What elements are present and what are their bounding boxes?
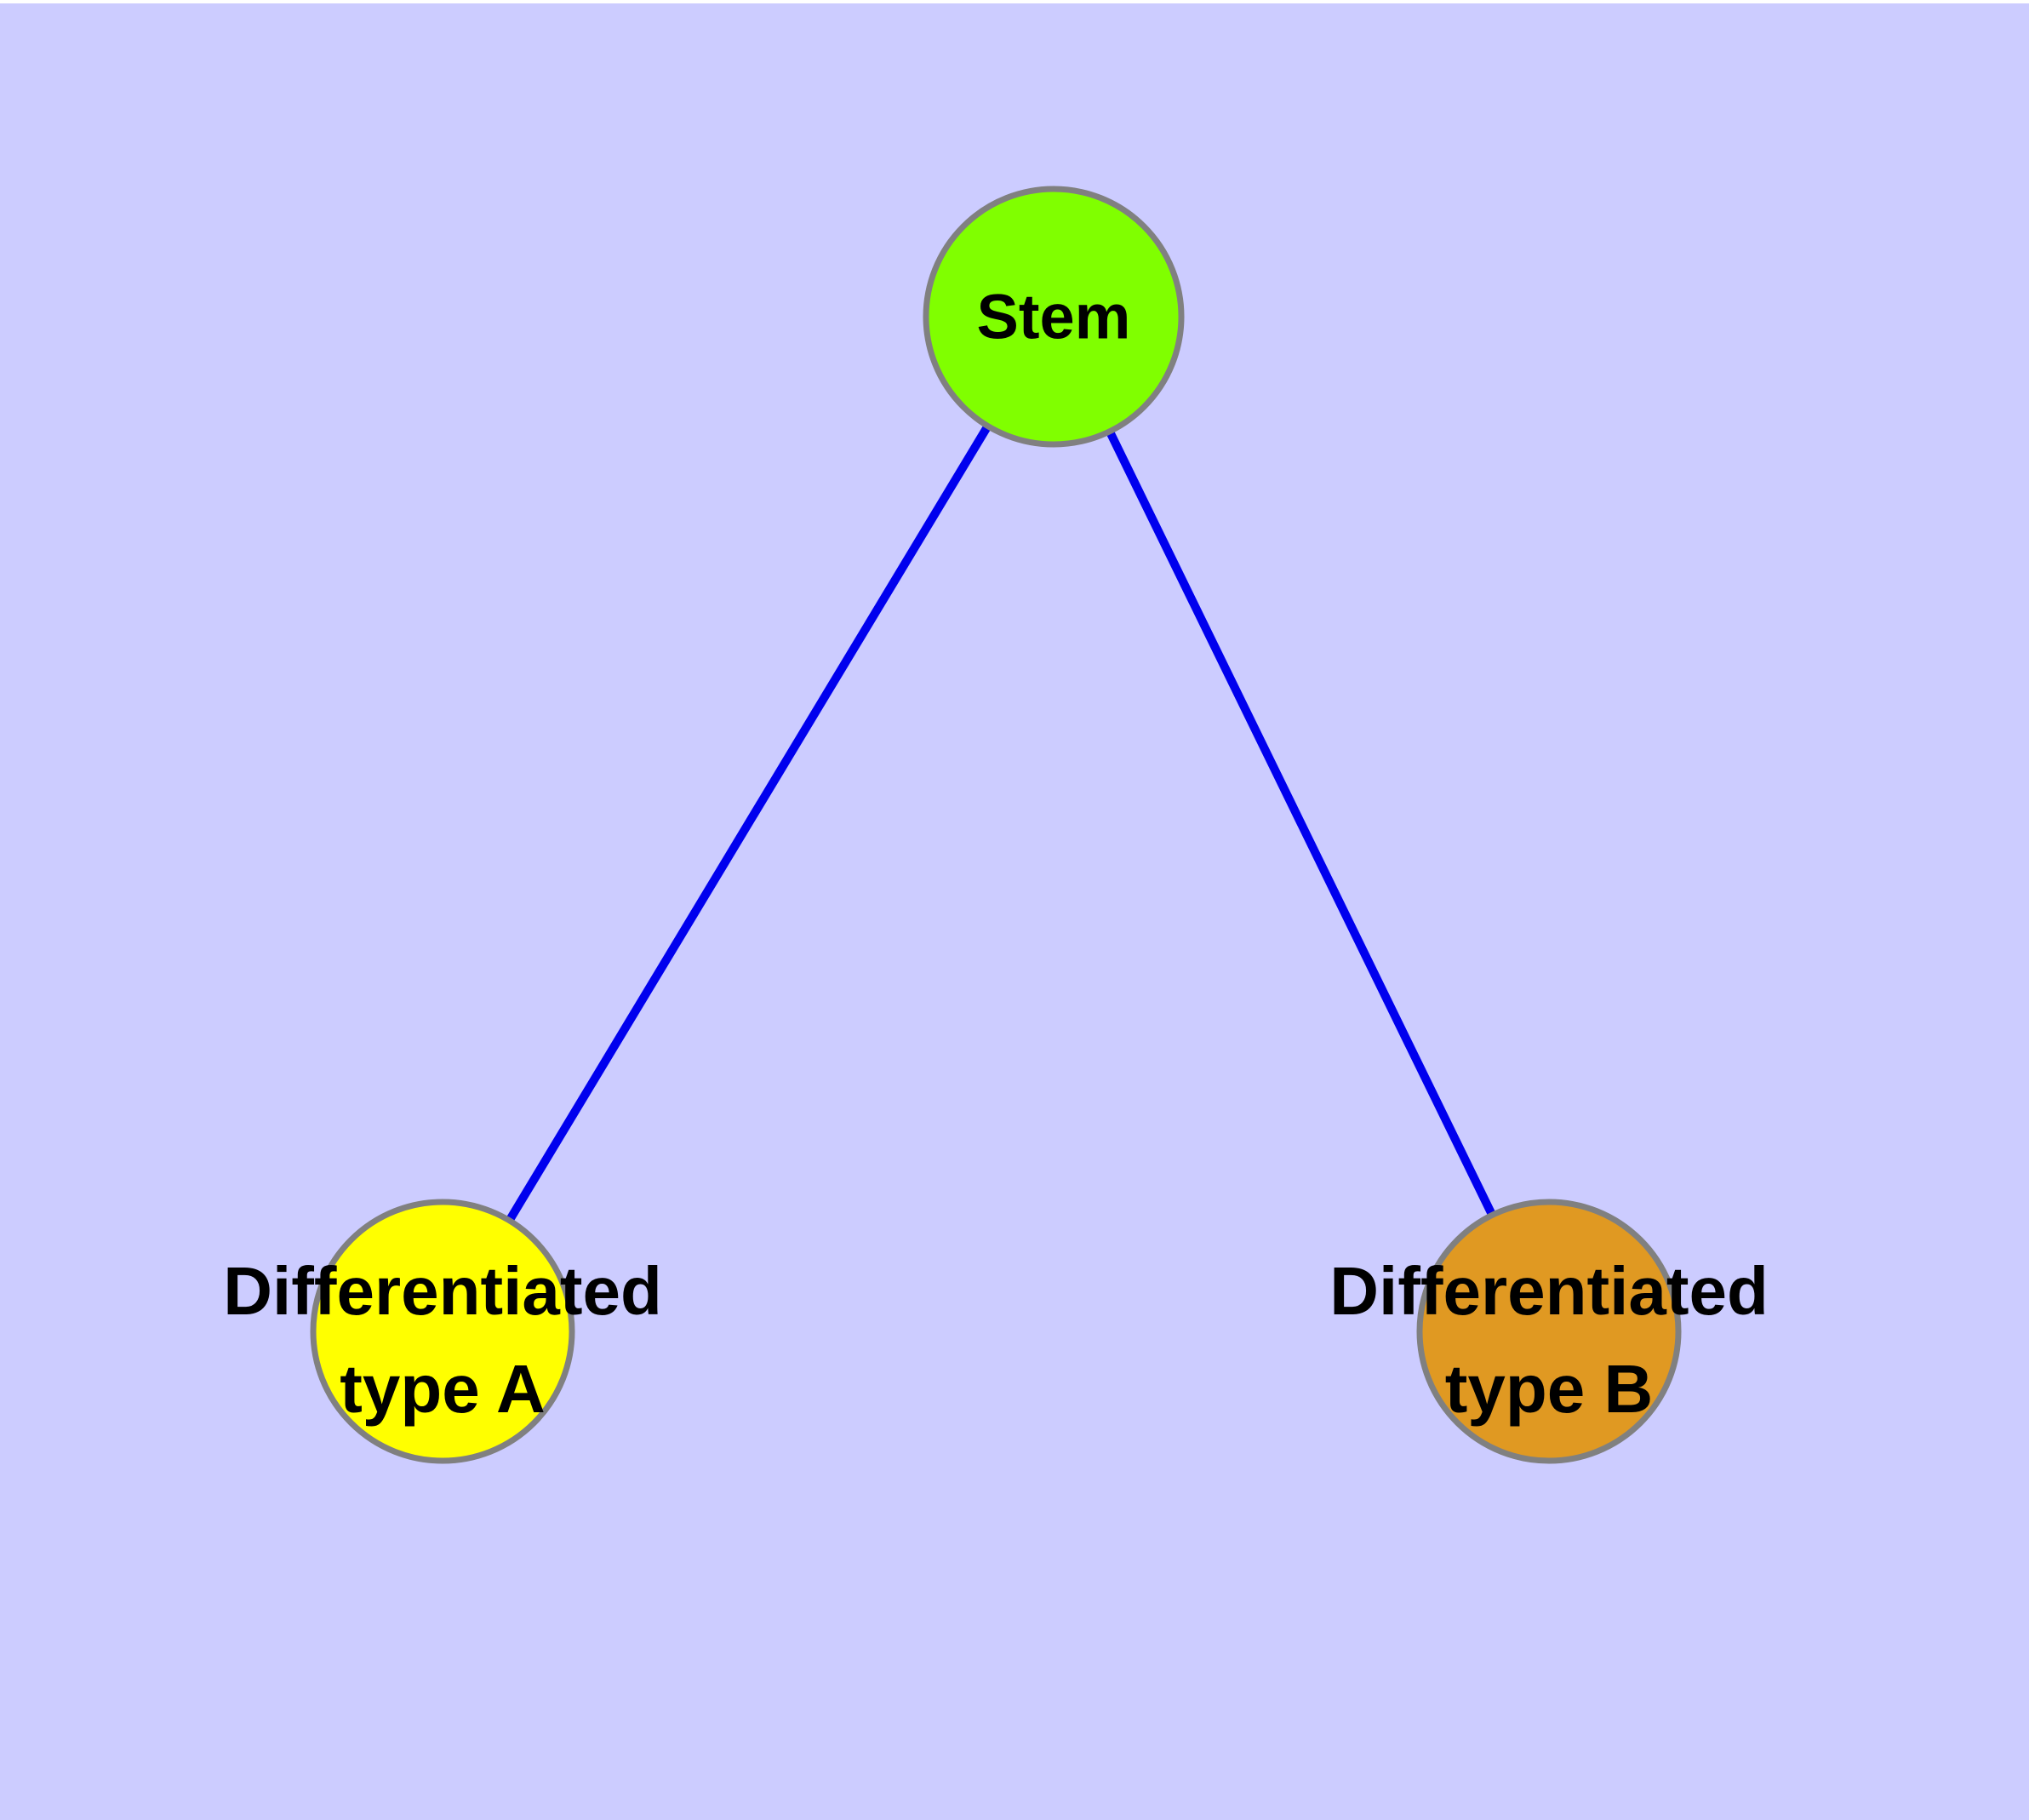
node-stem-circle[interactable]: [923, 186, 1185, 448]
node-differentiated-type-b-label-line2: type B: [1445, 1351, 1654, 1427]
node-differentiated-type-b[interactable]: [1416, 1199, 1682, 1464]
edge-stem-to-differentiated-type-a[interactable]: [506, 423, 992, 1223]
node-differentiated-type-a-label-line1: Differentiated: [223, 1253, 662, 1329]
node-differentiated-type-a[interactable]: [310, 1199, 575, 1464]
node-stem-label: Stem: [977, 282, 1131, 352]
node-stem[interactable]: [923, 186, 1185, 448]
label-layer: Stem Differentiated type A Differentiate…: [223, 282, 1769, 1428]
node-differentiated-type-b-label-line1: Differentiated: [1329, 1253, 1769, 1329]
node-layer: [310, 186, 1682, 1464]
node-differentiated-type-a-label-line2: type A: [340, 1351, 546, 1427]
edge-stem-to-differentiated-type-b[interactable]: [1106, 429, 1496, 1217]
node-differentiated-type-a-circle[interactable]: [310, 1199, 575, 1464]
node-differentiated-type-b-circle[interactable]: [1416, 1199, 1682, 1464]
edge-layer: [506, 423, 1496, 1223]
